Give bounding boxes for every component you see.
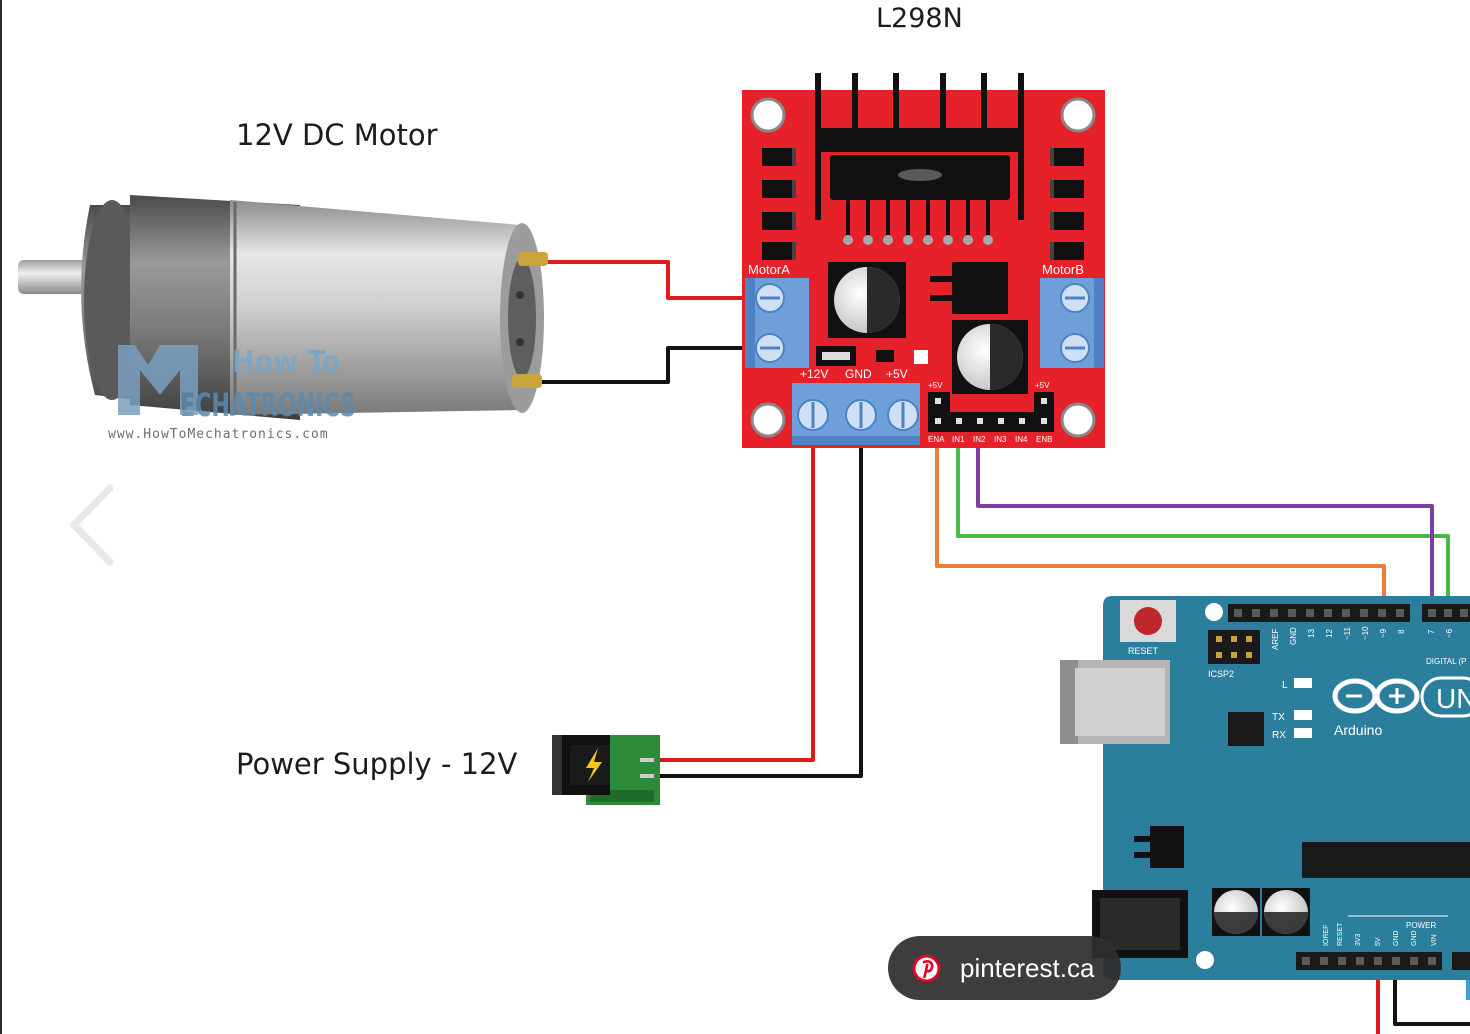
motor-a-label: MotorA: [748, 262, 790, 277]
l298n-driver-board: MotorA MotorB: [742, 73, 1105, 448]
lightning-icon: [586, 748, 602, 782]
watermark-logo: How To ECHATRONICS www.HowToMechatronics…: [108, 345, 356, 442]
capacitors: [828, 262, 1028, 394]
pin-label-gnd-2: GND: [1411, 930, 1418, 946]
pin-label-11: ~11: [1343, 626, 1352, 640]
pin-label-reset: RESET: [1337, 922, 1344, 946]
motor-b-terminal: [1040, 278, 1104, 368]
wire-motor-red: [546, 260, 748, 300]
pin-label-gnd-1: GND: [1393, 930, 1400, 946]
digital-label: DIGITAL (P: [1426, 657, 1466, 666]
arduino-logo: [1332, 678, 1420, 714]
usb-chip: [1228, 712, 1264, 746]
watermark-url: www.HowToMechatronics.com: [108, 427, 329, 442]
uno-badge: [1420, 676, 1470, 718]
led-tx: [1294, 710, 1312, 720]
pin-label-5v-right: +5V: [1035, 381, 1050, 390]
pin-label-5v-left: +5V: [928, 381, 943, 390]
wire-gnd-black: [1393, 960, 1470, 1026]
pin-label-10: ~10: [1361, 626, 1370, 640]
mounting-holes: [750, 97, 1096, 438]
pin-label-6: ~6: [1445, 628, 1454, 638]
pin-label-vin: VIN: [1431, 934, 1438, 946]
pin-label-12v: +12V: [800, 367, 828, 381]
pin-label-5v: +5V: [886, 367, 908, 381]
source-badge[interactable]: pinterest.ca: [888, 936, 1121, 1000]
pin-label-in3: IN3: [994, 435, 1007, 444]
voltage-regulator: [952, 262, 1008, 314]
motor-body: [230, 200, 520, 415]
pin-label-8: 8: [1397, 629, 1406, 634]
led-rx-label: RX: [1272, 730, 1286, 741]
uno-label: UN: [1436, 683, 1470, 714]
pin-label-in2: IN2: [973, 435, 986, 444]
wire-in2-purple: [976, 445, 1434, 620]
watermark-line2: ECHATRONICS: [180, 386, 356, 424]
power-header: [1296, 952, 1442, 970]
pin-label-3v3: 3V3: [1355, 933, 1362, 946]
pin-label-ioref: IOREF: [1323, 925, 1330, 946]
pin-label-7: 7: [1427, 629, 1436, 634]
icsp-header: [1208, 630, 1260, 664]
digital-header-1: [1228, 604, 1410, 622]
motor-a-terminal: [745, 278, 809, 368]
wire-motor-black: [540, 346, 748, 384]
motor-terminal-bottom: [512, 374, 542, 388]
led-rx: [1294, 728, 1312, 738]
power-label: POWER: [1406, 921, 1436, 930]
arduino-uno: RESET ICSP2 AREF GND: [1060, 596, 1470, 980]
watermark-line1: How To: [232, 345, 340, 380]
pin-label-13: 13: [1307, 629, 1316, 638]
control-header: [928, 392, 1054, 432]
gnd-label: GND: [1289, 627, 1298, 645]
motor-b-label: MotorB: [1042, 262, 1084, 277]
aref-label: AREF: [1271, 629, 1280, 650]
arduino-brand-label: Arduino: [1334, 722, 1382, 738]
chevron-left-icon: [70, 484, 114, 566]
power-supply-title: Power Supply - 12V: [236, 747, 518, 781]
pin-label-5v-arduino: 5V: [1375, 937, 1382, 946]
motor-terminal-top: [518, 252, 548, 266]
driver-title: L298N: [876, 3, 963, 34]
led-l: [1294, 678, 1312, 688]
icsp-label: ICSP2: [1208, 669, 1234, 679]
pin-label-enb: ENB: [1036, 435, 1052, 444]
previous-image-button[interactable]: [62, 480, 122, 570]
arduino-regulator: [1150, 826, 1184, 868]
pin-label-in1: IN1: [952, 435, 965, 444]
source-badge-label: pinterest.ca: [960, 953, 1095, 983]
led-tx-label: TX: [1272, 712, 1285, 723]
arduino-capacitors: [1212, 888, 1310, 936]
pin-label-gnd: GND: [845, 367, 872, 381]
motor-shaft: [18, 260, 98, 294]
reset-label: RESET: [1128, 646, 1159, 656]
motor-title: 12V DC Motor: [236, 118, 438, 152]
pin-label-12: 12: [1325, 629, 1334, 638]
pin-label-ena: ENA: [928, 435, 945, 444]
atmega-chip: [1302, 842, 1470, 878]
power-terminal: [792, 383, 920, 445]
power-jack: [552, 735, 660, 805]
led-l-label: L: [1282, 680, 1288, 691]
wires: [540, 260, 1470, 1034]
pin-label-9: ~9: [1379, 628, 1388, 638]
pinterest-icon: [912, 954, 941, 983]
wire-power-black: [650, 445, 863, 778]
wire-power-red: [650, 445, 815, 762]
pin-label-in4: IN4: [1015, 435, 1028, 444]
left-border: [0, 0, 2, 1034]
wire-in1-green: [956, 445, 1450, 620]
wire-ena-orange: [935, 445, 1386, 620]
